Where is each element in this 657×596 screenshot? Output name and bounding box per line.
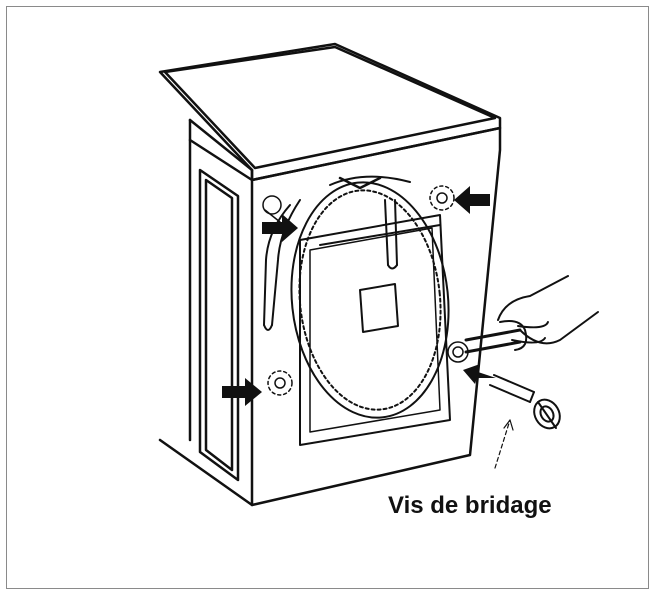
transit-bolt	[489, 374, 561, 430]
arrow-right-icon	[222, 378, 262, 406]
bolt-bottom-left	[267, 370, 293, 396]
arrow-left-icon	[463, 364, 496, 384]
leader-arrow	[494, 419, 514, 469]
hand-with-wrench	[464, 275, 599, 354]
bolt-markers	[262, 185, 469, 396]
bolt-top-right	[429, 185, 455, 211]
machine-top	[158, 42, 502, 442]
machine-side	[158, 138, 254, 507]
arrow-left-icon	[454, 186, 490, 214]
machine-back	[250, 126, 502, 507]
arrow-right-icon	[262, 214, 298, 242]
drain-hose	[263, 175, 450, 419]
bolt-top-left	[262, 195, 282, 215]
bolt-caption: Vis de bridage	[388, 492, 552, 519]
